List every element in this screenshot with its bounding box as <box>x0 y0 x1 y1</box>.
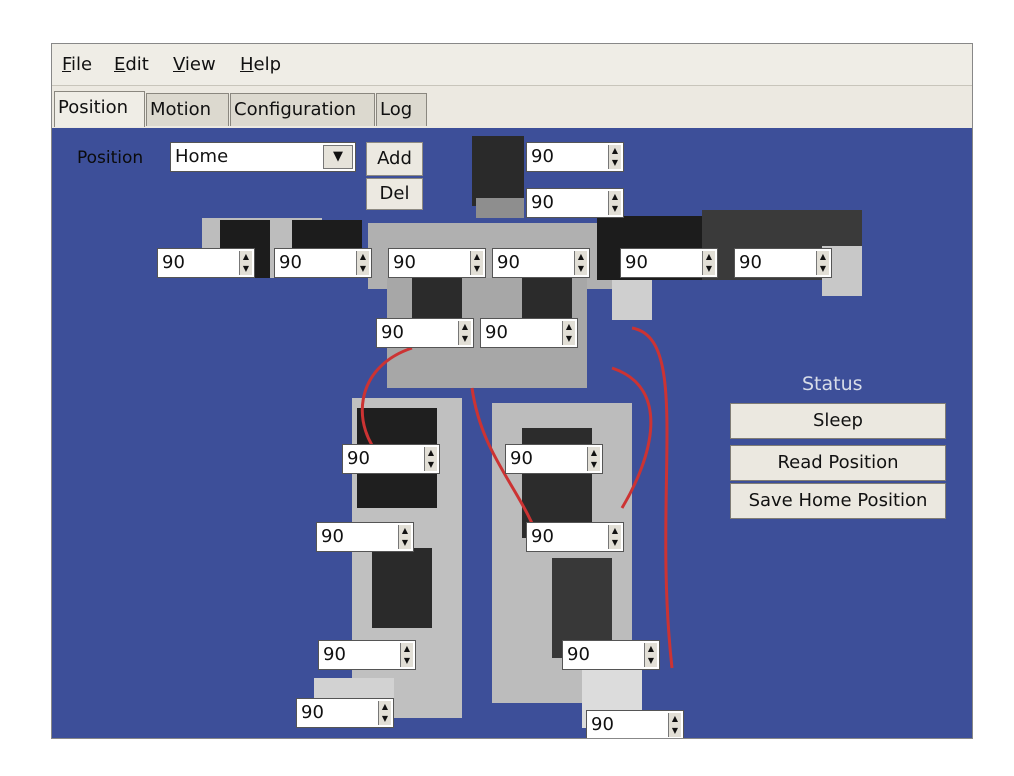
servo-value: 90 <box>347 448 370 469</box>
tab-log-label: Log <box>380 99 413 120</box>
spinner-arrows-icon[interactable]: ▲▼ <box>398 525 411 549</box>
servo-spinner[interactable]: 90 ▲▼ <box>562 640 660 670</box>
servo-value: 90 <box>510 448 533 469</box>
servo-value: 90 <box>381 322 404 343</box>
tab-position[interactable]: Position <box>54 91 145 127</box>
position-panel: Position Home ▼ Add Del 90 ▲▼ 90 ▲▼ 90 ▲▼ 9… <box>52 128 972 738</box>
servo-value: 90 <box>301 702 324 723</box>
servo-value: 90 <box>393 252 416 273</box>
servo-spinner[interactable]: 90 ▲▼ <box>274 248 372 278</box>
spinner-arrows-icon[interactable]: ▲▼ <box>424 447 437 471</box>
tab-configuration[interactable]: Configuration <box>230 93 375 126</box>
spinner-arrows-icon[interactable]: ▲▼ <box>458 321 471 345</box>
servo-value: 90 <box>497 252 520 273</box>
spinner-arrows-icon[interactable]: ▲▼ <box>574 251 587 275</box>
tab-log[interactable]: Log <box>376 93 427 126</box>
tab-position-label: Position <box>58 97 129 118</box>
servo-value: 90 <box>279 252 302 273</box>
menu-view[interactable]: View <box>173 54 216 75</box>
position-select-value: Home <box>175 146 229 167</box>
position-select[interactable]: Home ▼ <box>170 142 356 172</box>
save-home-position-button[interactable]: Save Home Position <box>730 483 946 519</box>
spinner-arrows-icon[interactable]: ▲▼ <box>816 251 829 275</box>
servo-value: 90 <box>162 252 185 273</box>
servo-spinner[interactable]: 90 ▲▼ <box>526 522 624 552</box>
servo-value: 90 <box>531 146 554 167</box>
add-button[interactable]: Add <box>366 142 423 176</box>
spinner-arrows-icon[interactable]: ▲▼ <box>608 525 621 549</box>
servo-spinner[interactable]: 90 ▲▼ <box>492 248 590 278</box>
servo-spinner[interactable]: 90 ▲▼ <box>376 318 474 348</box>
tab-motion-label: Motion <box>150 99 212 120</box>
status-title: Status <box>802 373 863 395</box>
servo-spinner[interactable]: 90 ▲▼ <box>316 522 414 552</box>
menu-file[interactable]: File <box>62 54 93 75</box>
servo-value: 90 <box>485 322 508 343</box>
application-window: File Edit View Help Position Motion Conf… <box>51 43 973 739</box>
read-position-button[interactable]: Read Position <box>730 445 946 481</box>
tab-bar: Position Motion Configuration Log <box>52 88 972 128</box>
servo-spinner[interactable]: 90 ▲▼ <box>526 188 624 218</box>
menu-edit[interactable]: Edit <box>114 54 149 75</box>
menu-bar: File Edit View Help <box>52 44 972 86</box>
spinner-arrows-icon[interactable]: ▲▼ <box>668 713 681 737</box>
spinner-arrows-icon[interactable]: ▲▼ <box>587 447 600 471</box>
servo-value: 90 <box>321 526 344 547</box>
servo-value: 90 <box>531 526 554 547</box>
servo-spinner[interactable]: 90 ▲▼ <box>586 710 684 738</box>
del-button[interactable]: Del <box>366 178 423 210</box>
position-label: Position <box>77 148 144 168</box>
tab-configuration-label: Configuration <box>234 99 357 120</box>
servo-spinner[interactable]: 90 ▲▼ <box>342 444 440 474</box>
spinner-arrows-icon[interactable]: ▲▼ <box>702 251 715 275</box>
servo-spinner[interactable]: 90 ▲▼ <box>388 248 486 278</box>
spinner-arrows-icon[interactable]: ▲▼ <box>378 701 391 725</box>
servo-spinner[interactable]: 90 ▲▼ <box>526 142 624 172</box>
servo-spinner[interactable]: 90 ▲▼ <box>296 698 394 728</box>
spinner-arrows-icon[interactable]: ▲▼ <box>470 251 483 275</box>
servo-spinner[interactable]: 90 ▲▼ <box>505 444 603 474</box>
spinner-arrows-icon[interactable]: ▲▼ <box>608 145 621 169</box>
tab-motion[interactable]: Motion <box>146 93 229 126</box>
servo-value: 90 <box>323 644 346 665</box>
servo-value: 90 <box>625 252 648 273</box>
servo-spinner[interactable]: 90 ▲▼ <box>318 640 416 670</box>
servo-value: 90 <box>567 644 590 665</box>
servo-spinner[interactable]: 90 ▲▼ <box>734 248 832 278</box>
menu-help[interactable]: Help <box>240 54 282 75</box>
servo-value: 90 <box>739 252 762 273</box>
spinner-arrows-icon[interactable]: ▲▼ <box>608 191 621 215</box>
servo-value: 90 <box>531 192 554 213</box>
spinner-arrows-icon[interactable]: ▲▼ <box>239 251 252 275</box>
spinner-arrows-icon[interactable]: ▲▼ <box>356 251 369 275</box>
chevron-down-icon[interactable]: ▼ <box>323 145 353 169</box>
servo-spinner[interactable]: 90 ▲▼ <box>480 318 578 348</box>
servo-value: 90 <box>591 714 614 735</box>
spinner-arrows-icon[interactable]: ▲▼ <box>562 321 575 345</box>
sleep-button[interactable]: Sleep <box>730 403 946 439</box>
spinner-arrows-icon[interactable]: ▲▼ <box>400 643 413 667</box>
servo-spinner[interactable]: 90 ▲▼ <box>157 248 255 278</box>
spinner-arrows-icon[interactable]: ▲▼ <box>644 643 657 667</box>
servo-spinner[interactable]: 90 ▲▼ <box>620 248 718 278</box>
